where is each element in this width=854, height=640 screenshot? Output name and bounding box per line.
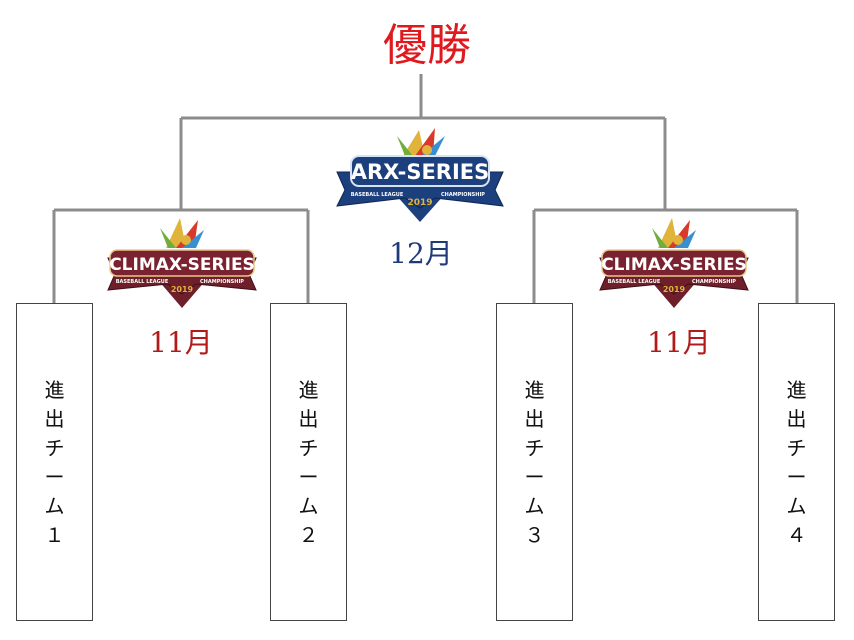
semifinal-left-month: 11月: [149, 326, 213, 359]
final-month: 12月: [389, 237, 453, 270]
team-3-char: ３: [524, 523, 545, 547]
semifinal-right-month: 11月: [647, 326, 711, 359]
team-2-char: ム: [298, 494, 319, 518]
arx-logo-subtext-right: CHAMPIONSHIP: [441, 192, 485, 198]
team-box-2: 進 出 チ ー ム ２: [270, 303, 347, 621]
team-label-1: 進 出 チ ー ム １: [17, 376, 92, 550]
climax-logo-text-right: CLIMAX-SERIES: [601, 255, 747, 275]
team-4-char: チ: [786, 436, 807, 460]
team-label-2: 進 出 チ ー ム ２: [271, 376, 346, 550]
climax-logo-subtext-right-1: CHAMPIONSHIP: [200, 279, 244, 285]
climax-logo-subtext-left-1: BASEBALL LEAGUE: [116, 279, 169, 285]
logo-burst-icon: [652, 218, 696, 248]
team-4-char: 出: [786, 407, 807, 431]
team-4-char: ム: [786, 494, 807, 518]
team-label-4: 進 出 チ ー ム ４: [759, 376, 834, 550]
team-1-char: １: [44, 523, 65, 547]
climax-logo-year-right: 2019: [663, 285, 686, 294]
team-2-char: ２: [298, 523, 319, 547]
arx-logo-subtext-left: BASEBALL LEAGUE: [351, 192, 404, 198]
team-1-char: ム: [44, 494, 65, 518]
team-2-char: ー: [298, 465, 319, 489]
team-2-char: 出: [298, 407, 319, 431]
team-1-char: 出: [44, 407, 65, 431]
climax-logo-subtext-left-2: BASEBALL LEAGUE: [608, 279, 661, 285]
climax-logo-subtext-right-2: CHAMPIONSHIP: [692, 279, 736, 285]
team-3-char: ム: [524, 494, 545, 518]
team-1-char: 進: [44, 378, 65, 402]
team-3-char: チ: [524, 436, 545, 460]
team-box-1: 進 出 チ ー ム １: [16, 303, 93, 621]
team-label-3: 進 出 チ ー ム ３: [497, 376, 572, 550]
team-4-char: 進: [786, 378, 807, 402]
climax-logo-year-left: 2019: [171, 285, 194, 294]
arx-logo-year: 2019: [407, 198, 432, 208]
team-3-char: 出: [524, 407, 545, 431]
team-3-char: ー: [524, 465, 545, 489]
team-2-char: チ: [298, 436, 319, 460]
climax-series-logo-left: CLIMAX-SERIES BASEBALL LEAGUE CHAMPIONSH…: [107, 218, 257, 308]
team-box-4: 進 出 チ ー ム ４: [758, 303, 835, 621]
climax-logo-text-left: CLIMAX-SERIES: [109, 255, 255, 275]
logo-burst-icon: [160, 218, 204, 248]
arx-series-logo: ARX-SERIES BASEBALL LEAGUE CHAMPIONSHIP …: [336, 128, 504, 222]
team-box-3: 進 出 チ ー ム ３: [496, 303, 573, 621]
logo-burst-icon: [397, 128, 445, 156]
climax-series-logo-right: CLIMAX-SERIES BASEBALL LEAGUE CHAMPIONSH…: [599, 218, 749, 308]
team-2-char: 進: [298, 378, 319, 402]
team-1-char: チ: [44, 436, 65, 460]
team-3-char: 進: [524, 378, 545, 402]
arx-logo-text: ARX-SERIES: [351, 160, 490, 184]
team-4-char: ー: [786, 465, 807, 489]
team-4-char: ４: [786, 523, 807, 547]
champion-title: 優勝: [383, 20, 471, 71]
team-1-char: ー: [44, 465, 65, 489]
